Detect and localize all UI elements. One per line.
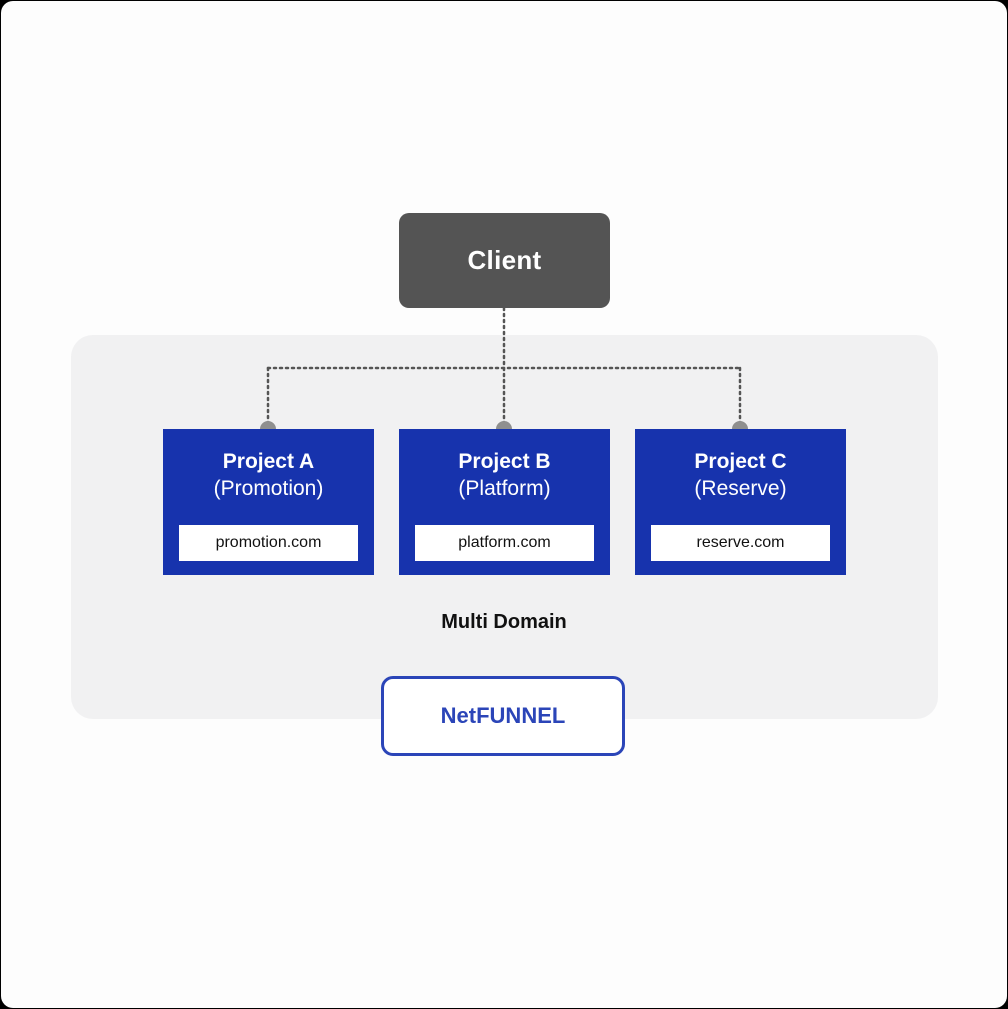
- client-node: Client: [399, 213, 610, 308]
- multi-domain-label: Multi Domain: [441, 611, 567, 633]
- netfunnel-label: NetFUNNEL: [440, 703, 566, 728]
- project-b-subtitle: (Platform): [458, 477, 551, 500]
- project-a-subtitle: (Promotion): [213, 477, 324, 500]
- project-a-node: Project A (Promotion) promotion.com: [163, 429, 374, 575]
- project-c-subtitle: (Reserve): [694, 477, 787, 500]
- project-c-title: Project C: [694, 450, 787, 473]
- project-b-domain: platform.com: [415, 525, 594, 561]
- project-b-title: Project B: [458, 450, 551, 473]
- project-b-node: Project B (Platform) platform.com: [399, 429, 610, 575]
- netfunnel-node: NetFUNNEL: [381, 676, 625, 756]
- project-a-domain: promotion.com: [179, 525, 358, 561]
- project-c-node: Project C (Reserve) reserve.com: [635, 429, 846, 575]
- project-a-title: Project A: [222, 450, 315, 473]
- project-c-domain: reserve.com: [651, 525, 830, 561]
- client-label: Client: [467, 245, 542, 275]
